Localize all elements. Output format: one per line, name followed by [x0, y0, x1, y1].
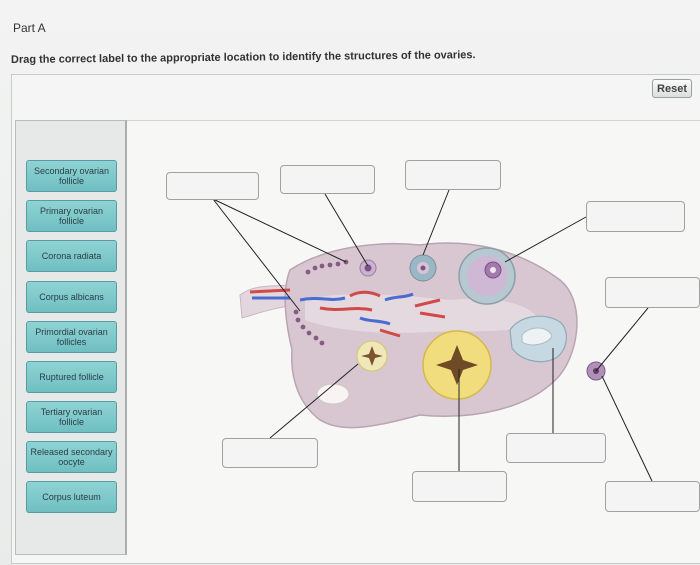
drop-target-3[interactable]: [405, 160, 501, 190]
label-corpus-luteum[interactable]: Corpus luteum: [26, 481, 117, 513]
label-corpus-albicans[interactable]: Corpus albicans: [26, 281, 117, 313]
reset-button[interactable]: Reset: [652, 79, 692, 98]
label-primary-ovarian-follicle[interactable]: Primary ovarian follicle: [26, 200, 117, 232]
label-secondary-ovarian-follicle[interactable]: Secondary ovarian follicle: [26, 160, 117, 192]
drop-target-4[interactable]: [586, 201, 685, 232]
drop-target-8[interactable]: [412, 471, 507, 502]
part-title: Part A: [13, 21, 46, 35]
label-tertiary-ovarian-follicle[interactable]: Tertiary ovarian follicle: [26, 401, 117, 433]
drop-target-6[interactable]: [222, 438, 318, 468]
drop-target-2[interactable]: [280, 165, 375, 194]
label-primordial-ovarian-follicles[interactable]: Primordial ovarian follicles: [26, 321, 117, 353]
drop-target-1[interactable]: [166, 172, 259, 200]
question-prompt: Drag the correct label to the appropriat…: [10, 49, 476, 66]
label-corona-radiata[interactable]: Corona radiata: [26, 240, 117, 272]
label-released-secondary-oocyte[interactable]: Released secondary oocyte: [26, 441, 117, 473]
drop-target-5[interactable]: [605, 277, 700, 308]
drop-target-9[interactable]: [605, 481, 700, 512]
drop-target-7[interactable]: [506, 433, 606, 463]
label-ruptured-follicle[interactable]: Ruptured follicle: [26, 361, 117, 393]
